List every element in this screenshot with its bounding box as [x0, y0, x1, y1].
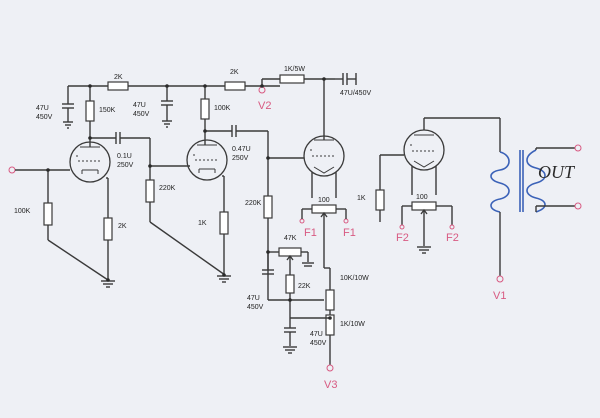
resistor-2k-top-right: [224, 81, 246, 91]
resistor-1k-cathode2: [219, 211, 229, 235]
vacuum-tube-power: [303, 135, 345, 177]
potentiometer-47k-label: 47K: [284, 235, 297, 242]
resistor-220k-grid3: [263, 195, 273, 219]
resistor-150k-label: 150K: [99, 107, 116, 114]
output-terminal-top: [574, 144, 582, 152]
resistor-2k-top-left-label: 2K: [114, 74, 123, 81]
potentiometer-100-f2-label: 100: [416, 194, 428, 201]
potentiometer-100-f2: [402, 201, 452, 246]
resistor-100k-plate-label: 100K: [214, 105, 231, 112]
f1-right-label: F1: [343, 227, 356, 239]
resistor-100k-grid1-label: 100K: [14, 208, 31, 215]
v1-test-point: [496, 275, 504, 283]
capacitor-47u-bias-value: 47U: [247, 295, 260, 302]
resistor-2k-top-left: [107, 81, 129, 91]
resistor-22k: [285, 274, 295, 294]
vacuum-tube-output: [403, 129, 445, 171]
capacitor-47u-left-voltage: 450V: [36, 114, 53, 121]
capacitor-47u-left-value: 47U: [36, 105, 49, 112]
out-label: OUT: [538, 162, 576, 182]
ground-symbol-4: [417, 246, 431, 254]
f2-left-label: F2: [396, 232, 409, 244]
capacitor-0.47u-value: 0.47U: [232, 146, 251, 153]
capacitor-0.1u-voltage: 250V: [117, 162, 134, 169]
capacitor-47u-bottom-value: 47U: [310, 331, 323, 338]
f1-left-terminal: [299, 218, 305, 224]
resistor-2k-cathode1-label: 2K: [118, 223, 127, 230]
capacitor-0.1u-coupling: [115, 132, 121, 144]
capacitor-47u-left: [62, 103, 74, 129]
resistor-150k: [85, 100, 95, 122]
capacitor-47u-mid: [161, 100, 173, 128]
resistor-220k-grid2: [145, 179, 155, 203]
input-terminal: [8, 166, 16, 174]
resistor-22k-label: 22K: [298, 283, 311, 290]
v1-label: V1: [493, 290, 506, 302]
v2-label: V2: [258, 100, 271, 112]
resistor-1k-10w-label: 1K/10W: [340, 321, 365, 328]
capacitor-47u-bias: [262, 269, 274, 275]
capacitor-47u-mid-voltage: 450V: [133, 111, 150, 118]
resistor-100k-grid1: [43, 202, 53, 226]
potentiometer-100-f1-label: 100: [318, 197, 330, 204]
v3-label: V3: [324, 379, 337, 391]
f1-left-label: F1: [304, 227, 317, 239]
v3-test-point: [326, 364, 334, 372]
f2-right-label: F2: [446, 232, 459, 244]
f1-right-terminal: [343, 218, 349, 224]
potentiometer-100-f1: [302, 204, 346, 268]
output-terminal-bottom: [574, 202, 582, 210]
vacuum-tube-stage2: [186, 139, 228, 181]
vacuum-tube-stage1: [69, 138, 111, 183]
capacitor-47u-bias-voltage: 450V: [247, 304, 264, 311]
resistor-2k-cathode1: [103, 217, 113, 241]
resistor-1k-5w: [279, 74, 305, 84]
capacitor-47u-mid-value: 47U: [133, 102, 146, 109]
resistor-10k-10w: [325, 289, 335, 311]
f2-right-terminal: [449, 224, 455, 230]
ground-symbol-3: [283, 346, 297, 354]
resistor-1k-cathode2-label: 1K: [198, 220, 207, 227]
resistor-220k-grid3-label: 220K: [245, 200, 262, 207]
capacitor-47u-bottom: [284, 327, 296, 333]
potentiometer-47k: [278, 247, 302, 266]
resistor-220k-grid2-label: 220K: [159, 185, 176, 192]
v2-test-point: [258, 86, 266, 94]
output-transformer: [490, 149, 546, 213]
resistor-1k-grid4: [375, 189, 385, 211]
resistor-100k-plate: [200, 98, 210, 120]
resistor-2k-top-right-label: 2K: [230, 69, 239, 76]
ground-symbol-2: [217, 275, 231, 283]
resistor-10k-10w-label: 10K/10W: [340, 275, 369, 282]
capacitor-0.47u-coupling: [231, 125, 237, 137]
capacitor-0.47u-voltage: 250V: [232, 155, 249, 162]
f2-left-terminal: [399, 224, 405, 230]
resistor-1k-grid4-label: 1K: [357, 195, 366, 202]
ground-symbol-1: [101, 280, 115, 288]
capacitor-47u-450v-output-label: 47U/450V: [340, 90, 371, 97]
resistor-1k-5w-label: 1K/5W: [284, 66, 305, 73]
capacitor-0.1u-value: 0.1U: [117, 153, 132, 160]
capacitor-47u-450v-output: [335, 73, 357, 85]
capacitor-47u-bottom-voltage: 450V: [310, 340, 327, 347]
